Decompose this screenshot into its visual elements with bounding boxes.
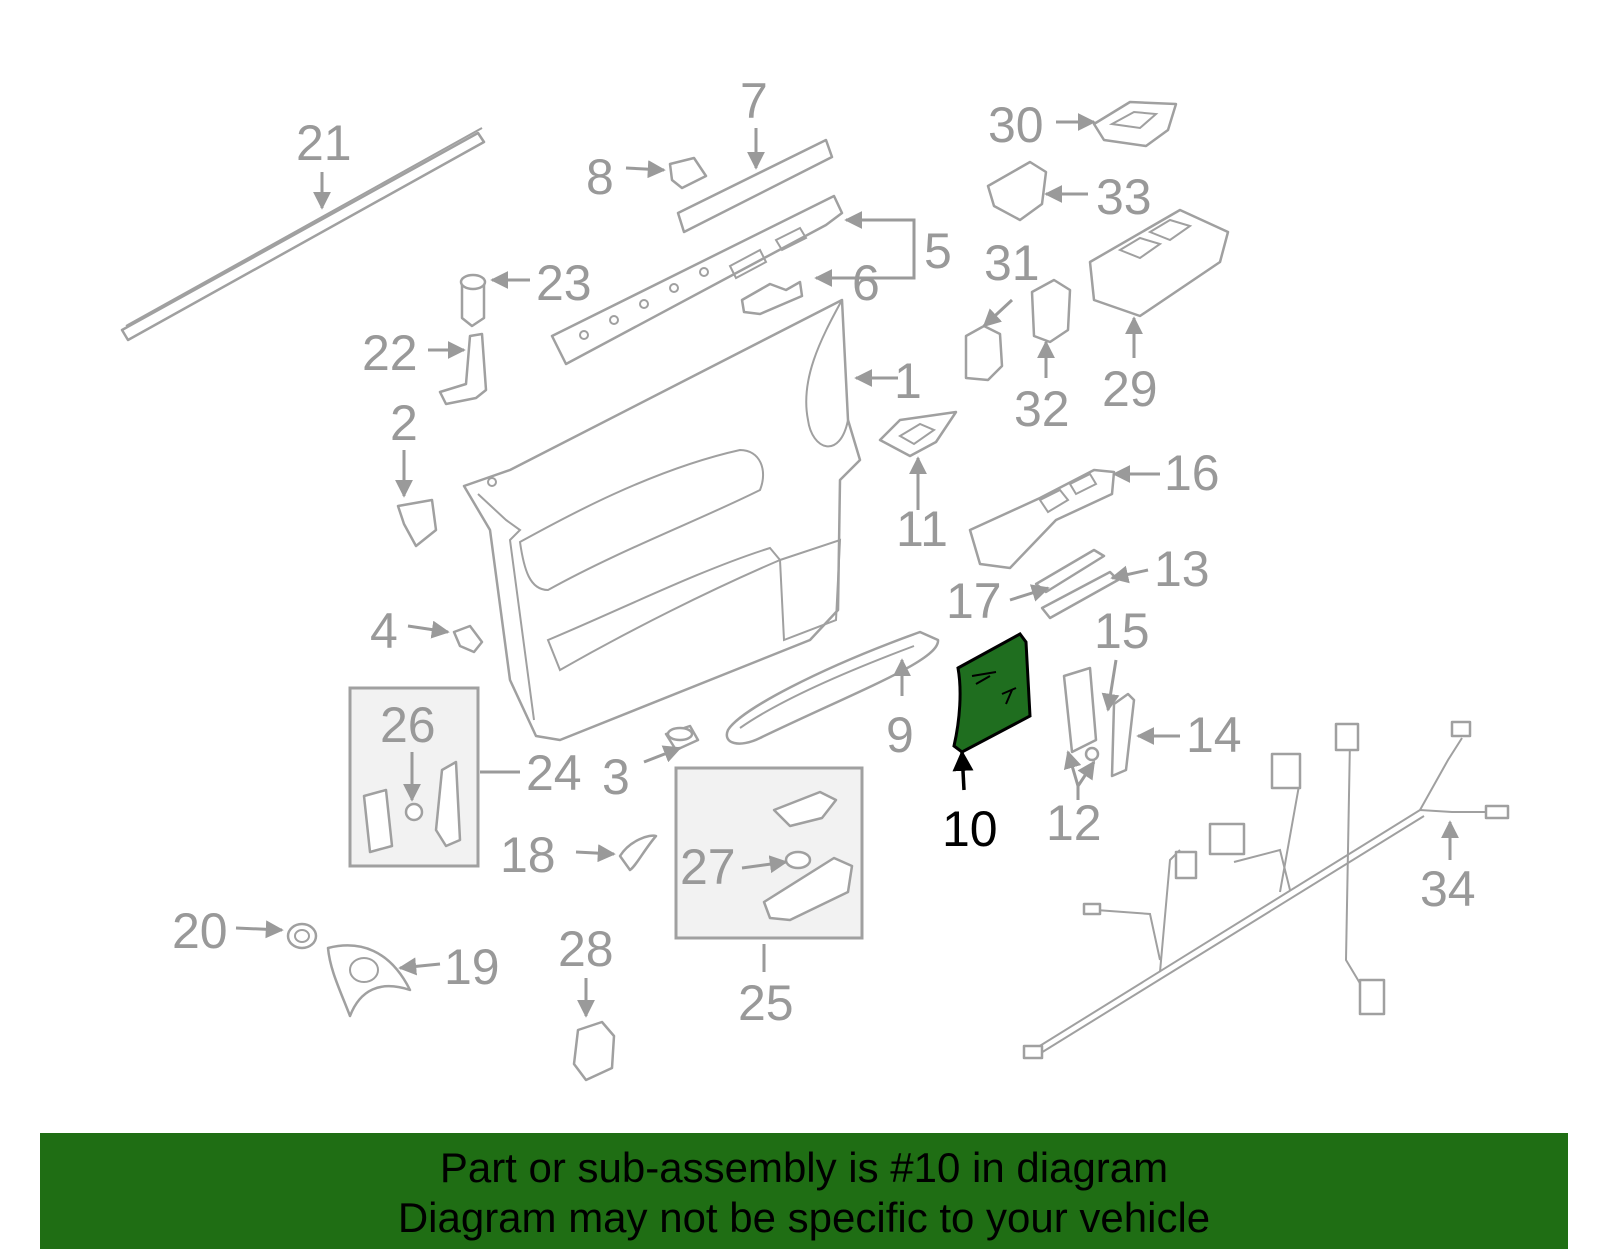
part-24-box[interactable] <box>348 686 480 868</box>
part-25-box[interactable] <box>674 766 864 940</box>
part-12-screw[interactable] <box>1084 746 1100 762</box>
banner-line-1: Part or sub-assembly is #10 in diagram <box>439 1144 1169 1191</box>
part-9-armrest-pad[interactable] <box>725 630 940 745</box>
label-5: 5 <box>924 223 952 279</box>
part-15-bracket[interactable] <box>1062 666 1098 754</box>
label-22: 22 <box>362 325 418 381</box>
part-20-grommet[interactable] <box>286 922 318 950</box>
label-16: 16 <box>1164 445 1220 501</box>
label-27: 27 <box>680 839 736 895</box>
label-11: 11 <box>896 501 948 557</box>
part-4-push-pin[interactable] <box>452 624 484 654</box>
label-28: 28 <box>558 921 614 977</box>
label-33: 33 <box>1096 169 1152 225</box>
part-3-screw[interactable] <box>664 724 700 752</box>
part-33-switch[interactable] <box>986 160 1048 222</box>
part-7-trim-strip[interactable] <box>676 138 834 234</box>
label-14: 14 <box>1186 707 1242 763</box>
part-31-switch-cap[interactable] <box>964 324 1004 382</box>
label-12: 12 <box>1046 795 1102 851</box>
leader-lines <box>235 113 1459 1018</box>
label-23: 23 <box>536 255 592 311</box>
info-banner: Part or sub-assembly is #10 in diagram D… <box>40 1133 1568 1249</box>
label-29: 29 <box>1102 361 1158 417</box>
part-6-bracket[interactable] <box>740 280 804 316</box>
label-2: 2 <box>390 395 418 451</box>
label-9: 9 <box>886 707 914 763</box>
label-31: 31 <box>984 235 1040 291</box>
label-15: 15 <box>1094 603 1150 659</box>
part-18-cover[interactable] <box>618 834 658 872</box>
part-14-bracket[interactable] <box>1110 692 1136 778</box>
label-30: 30 <box>988 97 1044 153</box>
part-30-switch-bezel[interactable] <box>1092 100 1178 148</box>
part-10-highlighted[interactable] <box>952 632 1032 754</box>
part-23-retainer[interactable] <box>459 273 487 328</box>
label-26: 26 <box>380 697 436 753</box>
label-1: 1 <box>894 353 922 409</box>
label-20: 20 <box>172 903 228 959</box>
label-13: 13 <box>1154 541 1210 597</box>
part-16-switch-panel[interactable] <box>968 468 1116 570</box>
label-10-highlighted: 10 <box>942 801 998 857</box>
part-19-speaker-cover[interactable] <box>326 944 412 1018</box>
part-2-clip[interactable] <box>396 498 438 548</box>
label-6: 6 <box>852 255 880 311</box>
label-34: 34 <box>1420 861 1476 917</box>
banner-line-2: Diagram may not be specific to your vehi… <box>397 1194 1211 1241</box>
part-8-clip[interactable] <box>668 156 708 190</box>
part-21-window-molding[interactable] <box>120 127 486 342</box>
part-32-switch-cap[interactable] <box>1030 278 1072 344</box>
label-21: 21 <box>296 115 352 171</box>
part-28-clip[interactable] <box>572 1020 616 1082</box>
label-7: 7 <box>740 73 768 129</box>
part-22-handle-bracket[interactable] <box>438 332 488 406</box>
label-24: 24 <box>526 745 582 801</box>
callout-labels: 21 7 8 5 6 23 22 2 1 4 3 9 11 17 13 16 1… <box>172 73 1476 1031</box>
part-34-wiring-harness[interactable] <box>1022 720 1510 1060</box>
label-18: 18 <box>500 827 556 883</box>
label-17: 17 <box>946 573 1002 629</box>
label-32: 32 <box>1014 381 1070 437</box>
part-1-door-trim-panel[interactable] <box>462 298 862 742</box>
label-4: 4 <box>370 603 398 659</box>
part-29-master-switch[interactable] <box>1088 208 1230 318</box>
label-25: 25 <box>738 975 794 1031</box>
part-11-switch[interactable] <box>878 410 958 458</box>
label-3: 3 <box>602 749 630 805</box>
label-8: 8 <box>586 149 614 205</box>
label-19: 19 <box>444 939 500 995</box>
part-5-armrest-bracket[interactable] <box>550 194 844 366</box>
